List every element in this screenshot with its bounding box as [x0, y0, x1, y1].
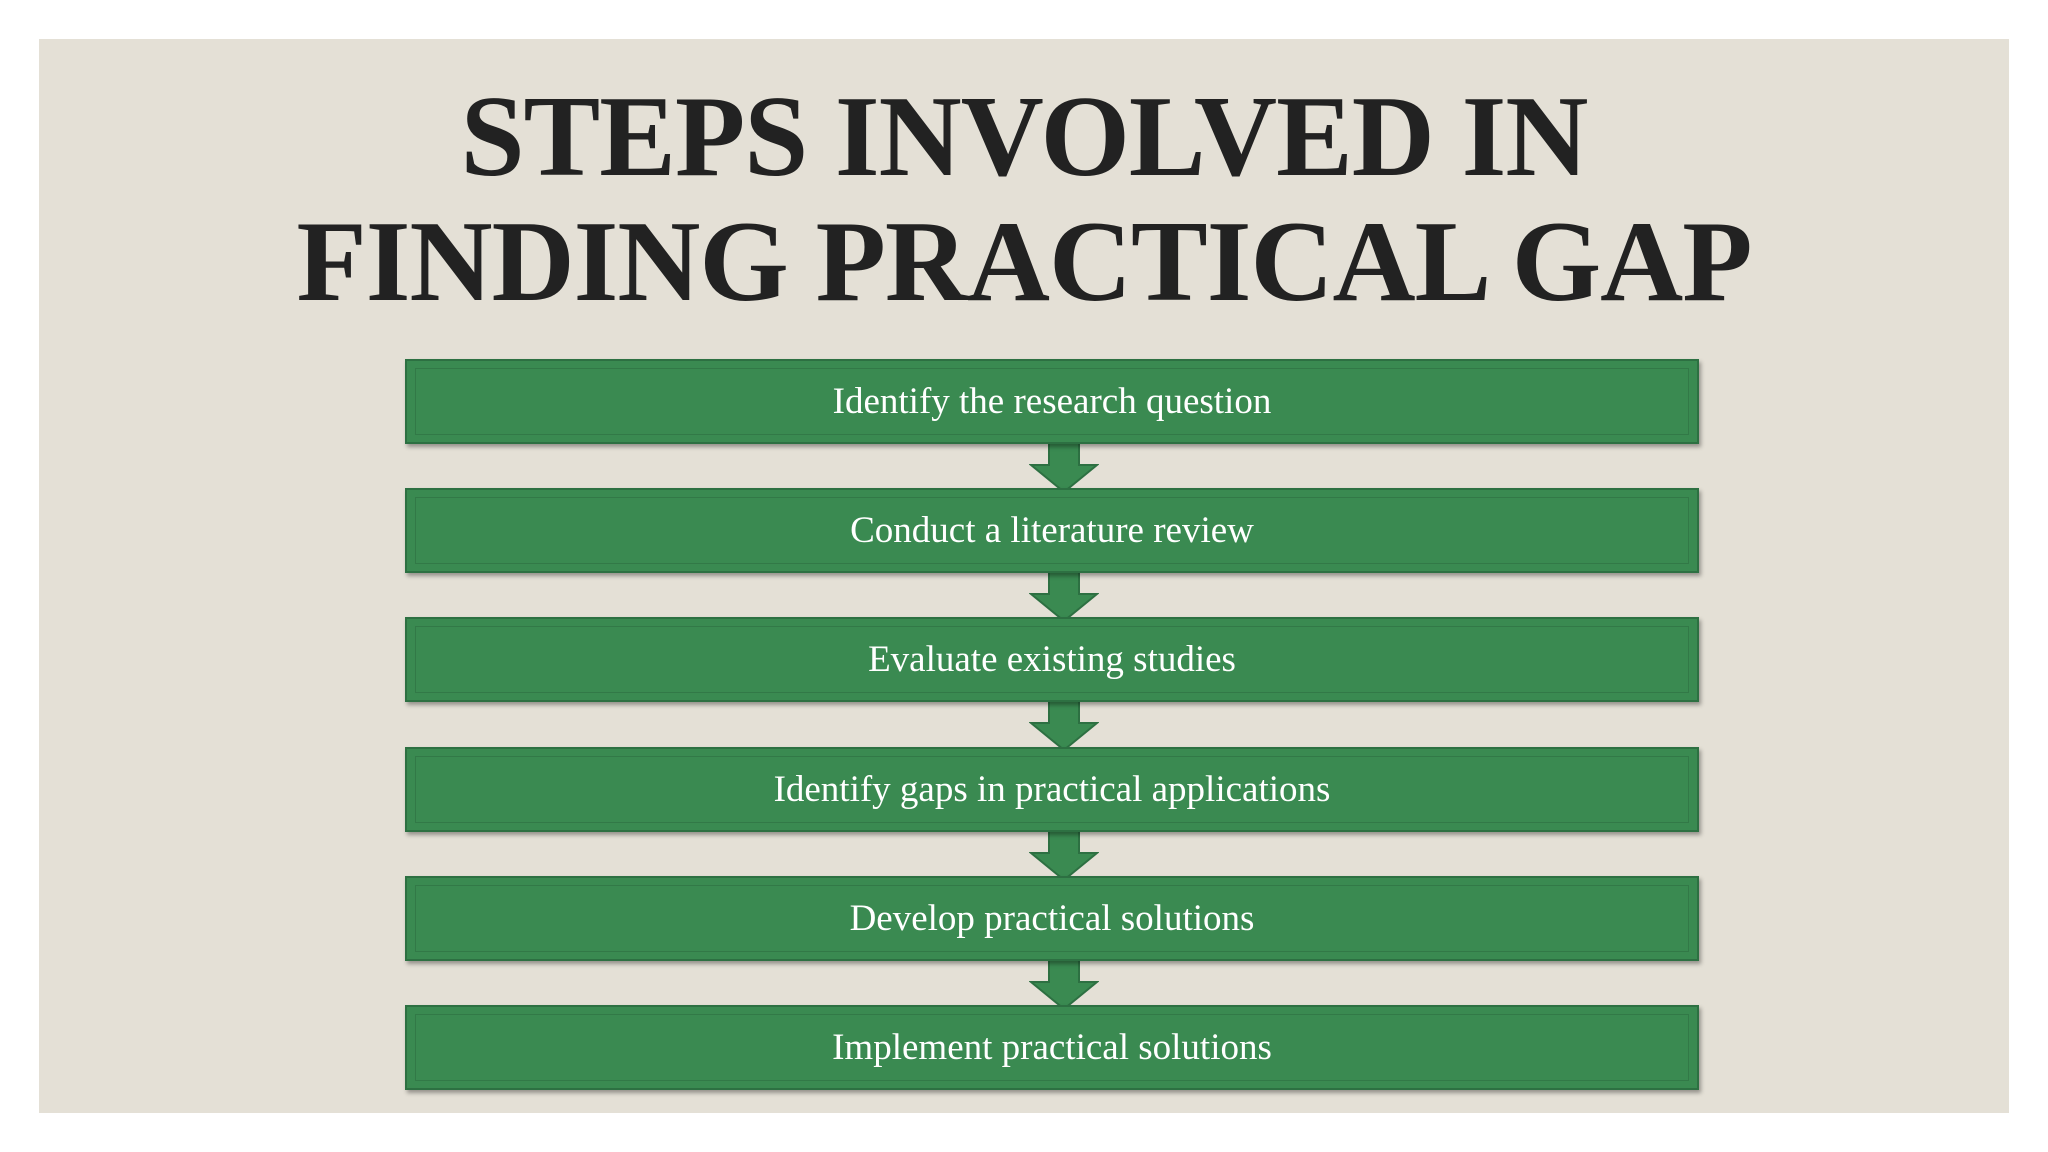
down-arrow-icon — [1029, 701, 1099, 751]
step-box-6: Implement practical solutions — [405, 1005, 1699, 1090]
step-box-2: Conduct a literature review — [405, 488, 1699, 573]
title-line-2: FINDING PRACTICAL GAP — [296, 198, 1753, 325]
step-box-5: Develop practical solutions — [405, 876, 1699, 961]
step-label: Evaluate existing studies — [868, 639, 1236, 680]
step-label: Conduct a literature review — [850, 510, 1254, 551]
step-label: Develop practical solutions — [849, 898, 1255, 939]
step-box-1: Identify the research question — [405, 359, 1699, 444]
down-arrow-icon — [1029, 572, 1099, 622]
slide: STEPS INVOLVED IN FINDING PRACTICAL GAP … — [39, 39, 2009, 1113]
process-flow: Identify the research question Conduct a… — [39, 39, 2009, 1113]
step-box-4: Identify gaps in practical applications — [405, 747, 1699, 832]
step-label: Identify the research question — [832, 381, 1272, 422]
down-arrow-icon — [1029, 831, 1099, 881]
title-line-1: STEPS INVOLVED IN — [460, 73, 1589, 200]
down-arrow-icon — [1029, 443, 1099, 493]
step-label: Implement practical solutions — [832, 1027, 1272, 1068]
step-label: Identify gaps in practical applications — [773, 769, 1331, 810]
step-box-3: Evaluate existing studies — [405, 617, 1699, 702]
slide-title: STEPS INVOLVED IN FINDING PRACTICAL GAP — [39, 74, 2009, 324]
down-arrow-icon — [1029, 960, 1099, 1010]
